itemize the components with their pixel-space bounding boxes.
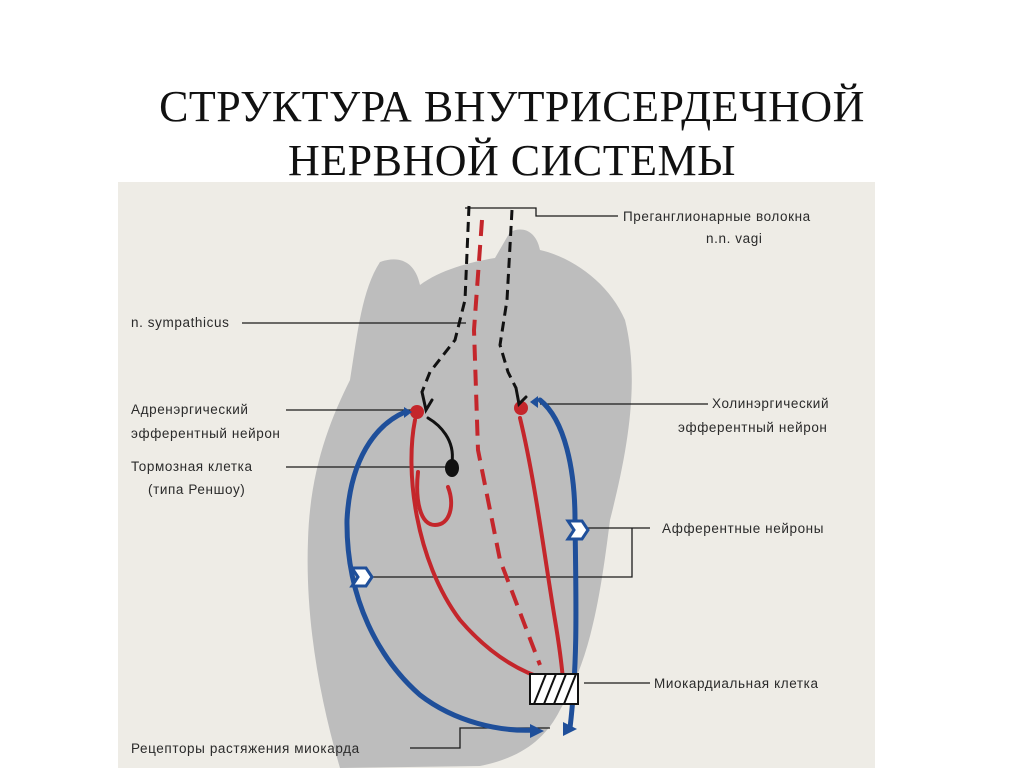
adrenergic-efferent-fiber	[409, 418, 550, 682]
cholinergic-synapse	[514, 386, 528, 408]
label-cholinergic-line1: Холинэргический	[712, 396, 829, 411]
label-receptors: Рецепторы растяжения миокарда	[131, 741, 360, 756]
label-vagi: n.n. vagi	[706, 231, 762, 246]
heart-silhouette	[307, 229, 632, 768]
title-line-1: СТРУКТУРА ВНУТРИСЕРДЕЧНОЙ	[159, 82, 865, 131]
afferent-fiber-left	[344, 409, 538, 733]
inhibitory-cell-loop	[415, 470, 454, 528]
label-afferent: Афферентные нейроны	[662, 521, 824, 536]
leader-afferent	[368, 527, 650, 578]
stretch-receptor-right	[563, 722, 577, 736]
label-adrenergic-line1: Адренэргический	[131, 402, 249, 417]
label-cholinergic-line2: эфферентный нейрон	[678, 420, 828, 435]
slide-title: СТРУКТУРА ВНУТРИСЕРДЕЧНОЙ НЕРВНОЙ СИСТЕМ…	[0, 80, 1024, 188]
cholinergic-neuron-body	[514, 401, 528, 415]
label-inhibitory-line2: (типа Реншоу)	[148, 482, 245, 497]
preganglionic-fiber-right	[498, 209, 518, 389]
inhibitory-connection	[426, 416, 454, 464]
label-myocardial: Миокардиальная клетка	[654, 676, 819, 691]
preganglionic-fiber-left	[420, 205, 471, 393]
title-line-2: НЕРВНОЙ СИСТЕМЫ	[287, 136, 736, 185]
inhibitory-cell-body	[445, 459, 459, 477]
cholinergic-afferent-ending	[530, 396, 538, 408]
label-adrenergic-line2: эфферентный нейрон	[131, 426, 281, 441]
label-inhibitory-line1: Тормозная клетка	[131, 459, 253, 474]
label-sympathicus: n. sympathicus	[131, 315, 229, 330]
leader-preganglionic	[465, 207, 618, 217]
adrenergic-synapse	[420, 390, 434, 414]
afferent-neuron-marker-left	[349, 566, 374, 588]
heart-nervous-system-diagram: Преганглионарные волокна n.n. vagi n. sy…	[118, 182, 875, 768]
sympathetic-fiber	[471, 219, 542, 666]
stretch-receptor-left	[530, 724, 544, 738]
adrenergic-afferent-ending	[404, 407, 412, 418]
cholinergic-efferent-fiber	[518, 416, 565, 682]
adrenergic-neuron-body	[410, 405, 424, 419]
afferent-neuron-marker-right	[565, 519, 590, 541]
label-preganglionic: Преганглионарные волокна	[623, 209, 811, 224]
myocardial-cell	[529, 673, 579, 705]
